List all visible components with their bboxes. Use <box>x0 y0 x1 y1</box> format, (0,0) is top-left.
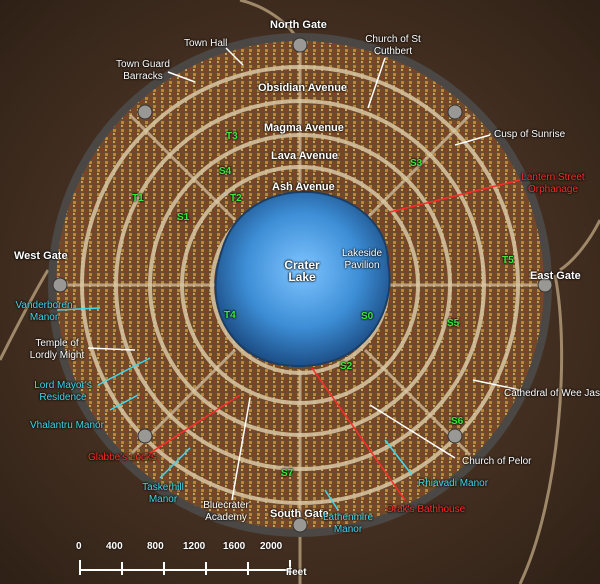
marker-t3[interactable]: T3 <box>226 131 238 142</box>
marker-s7[interactable]: S7 <box>281 468 294 479</box>
lord-mayor-residence-label: Lord Mayor's Residence <box>34 380 92 403</box>
marker-s1[interactable]: S1 <box>177 212 190 223</box>
marker-s0[interactable]: S0 <box>361 311 374 322</box>
scale-tick-0: 0 <box>76 541 82 552</box>
magma-avenue-label: Magma Avenue <box>264 122 344 134</box>
scale-tick-400: 400 <box>106 541 123 552</box>
vanderboren-manor-label: Vanderboren Manor <box>15 300 73 323</box>
bluecrater-academy-label: Bluecrater Academy <box>203 500 249 523</box>
scale-tick-1200: 1200 <box>183 541 206 552</box>
crater-lake <box>214 190 391 368</box>
pointer-lines-cyan <box>57 307 413 511</box>
church-cuthbert-label: Church of St Cuthbert <box>365 34 421 57</box>
pointer-lines-white <box>87 47 521 501</box>
scale-tick-1600: 1600 <box>223 541 246 552</box>
south-gate-label: South Gate <box>270 508 329 520</box>
town-hall-label: Town Hall <box>184 38 228 49</box>
vhalantru-manor-label: Vhalantru Manor <box>30 420 104 431</box>
marker-s6[interactable]: S6 <box>451 416 464 427</box>
wall-towers <box>52 37 553 533</box>
cusp-sunrise-label: Cusp of Sunrise <box>494 129 566 140</box>
ash-avenue-label: Ash Avenue <box>272 181 335 193</box>
west-gate-label: West Gate <box>14 250 68 262</box>
scale-unit: Feet <box>286 567 307 578</box>
lathenmire-manor-label: Lathenmire Manor <box>322 512 374 535</box>
marker-s5[interactable]: S5 <box>447 318 460 329</box>
crater-lake-label: Crater Lake <box>284 258 320 284</box>
taskerhill-manor-label: Taskerhill Manor <box>142 482 184 505</box>
temple-lordly-might-label: Temple of Lordly Might <box>29 338 85 361</box>
marker-t5[interactable]: T5 <box>502 255 514 266</box>
rhiavadi-manor-label: Rhiavadi Manor <box>418 478 489 489</box>
glabbe-locks-label: Glabbe's Locks <box>88 452 157 463</box>
east-gate-label: East Gate <box>530 270 581 282</box>
marker-s2[interactable]: S2 <box>340 361 353 372</box>
marker-s3[interactable]: S3 <box>410 158 423 169</box>
scale-bar <box>79 560 291 575</box>
guard-barracks-label: Town Guard Barracks <box>116 59 170 82</box>
marker-s4[interactable]: S4 <box>219 166 232 177</box>
lakeside-pavilion-label: Lakeside Pavilion <box>341 248 383 271</box>
marker-t1[interactable]: T1 <box>132 193 144 204</box>
scale-tick-2000: 2000 <box>260 541 283 552</box>
orak-bathhouse-label: Orak's Bathhouse <box>386 504 466 515</box>
lava-avenue-label: Lava Avenue <box>271 150 339 162</box>
marker-t2[interactable]: T2 <box>230 193 242 204</box>
marker-t4[interactable]: T4 <box>224 310 236 321</box>
pointer-lines-red <box>149 179 521 501</box>
scale-tick-800: 800 <box>147 541 164 552</box>
church-pelor-label: Church of Pelor <box>462 456 532 467</box>
lantern-street-orphanage-label: Lantern Street Orphanage <box>521 172 585 195</box>
cathedral-wee-jas-label: Cathedral of Wee Jas <box>504 388 600 399</box>
north-gate-label: North Gate <box>270 19 327 31</box>
obsidian-avenue-label: Obsidian Avenue <box>258 82 348 94</box>
